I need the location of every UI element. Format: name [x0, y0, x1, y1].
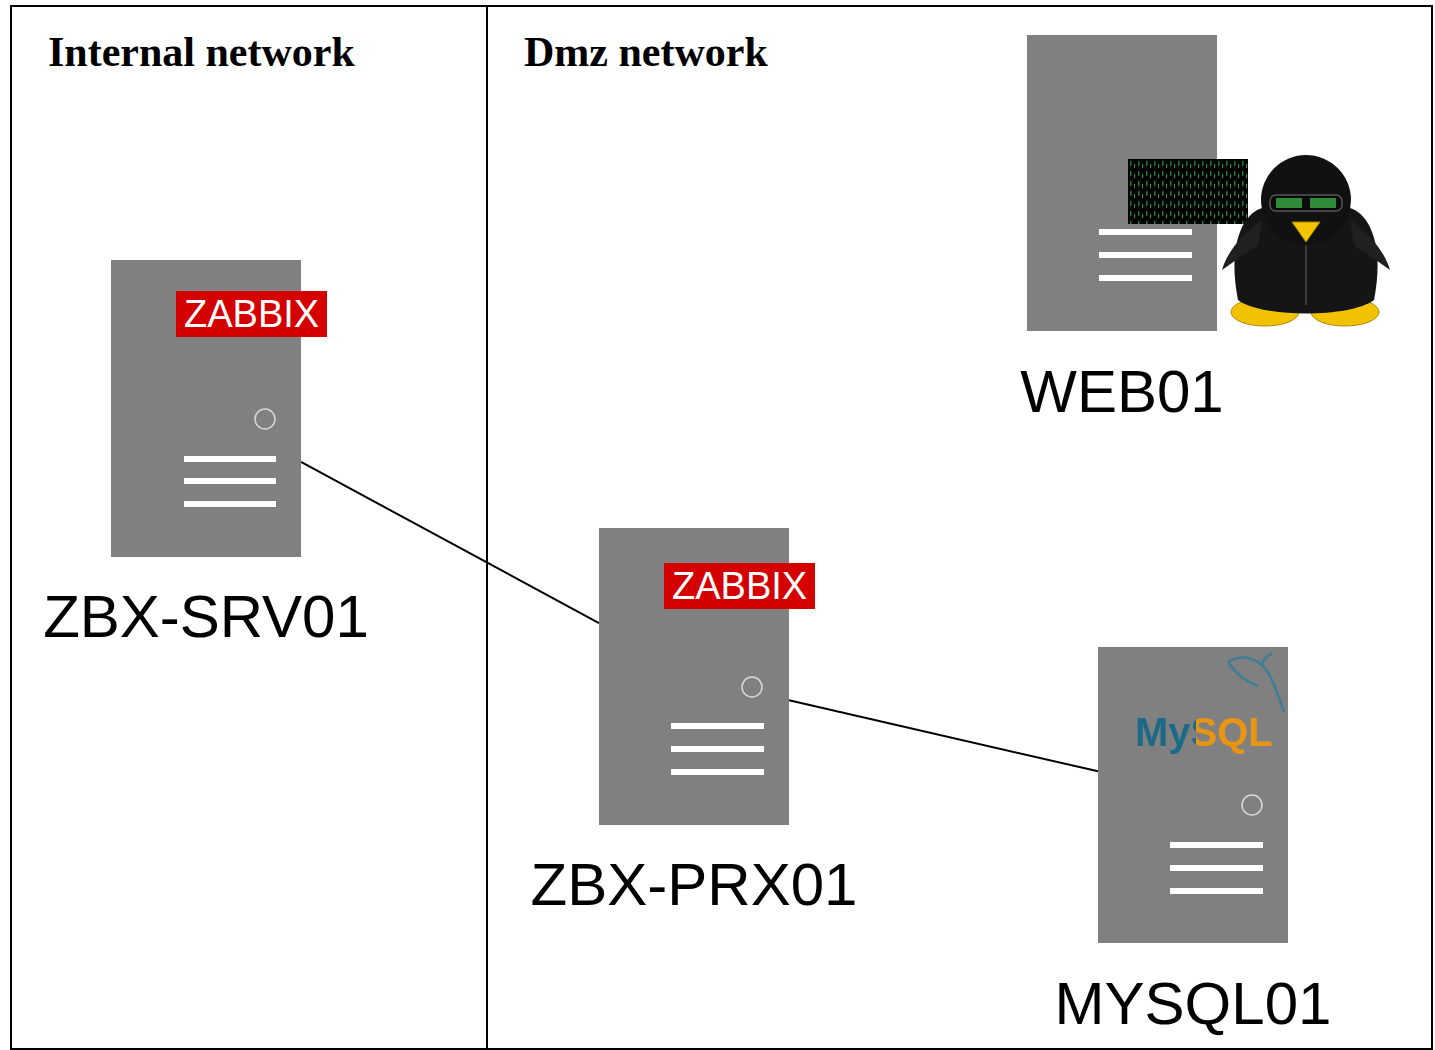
- network-link: [789, 700, 1098, 771]
- server-name: ZBX-SRV01: [43, 582, 369, 652]
- zone-heading: Internal network: [48, 27, 355, 77]
- network-zone: Dmz networkWEB01ZABBIXZBX-PRX01MySQLMYSQ…: [486, 5, 1433, 1050]
- server-box: ZABBIXZBX-PRX01: [599, 528, 789, 825]
- server-name: ZBX-PRX01: [531, 850, 858, 920]
- zone-heading: Dmz network: [524, 27, 768, 77]
- zabbix-badge: ZABBIX: [176, 291, 327, 337]
- network-zone: Internal networkZABBIXZBX-SRV01: [10, 5, 488, 1050]
- server-box: MySQLMYSQL01: [1098, 647, 1288, 943]
- server-name: MYSQL01: [1055, 969, 1332, 1039]
- hacker-penguin: [1222, 155, 1390, 326]
- server-box: WEB01: [1027, 35, 1217, 331]
- zabbix-badge: ZABBIX: [664, 563, 815, 609]
- mysql-logo: MySQL: [1135, 709, 1273, 755]
- server-box: ZABBIXZBX-SRV01: [111, 260, 301, 557]
- server-name: WEB01: [1020, 357, 1223, 427]
